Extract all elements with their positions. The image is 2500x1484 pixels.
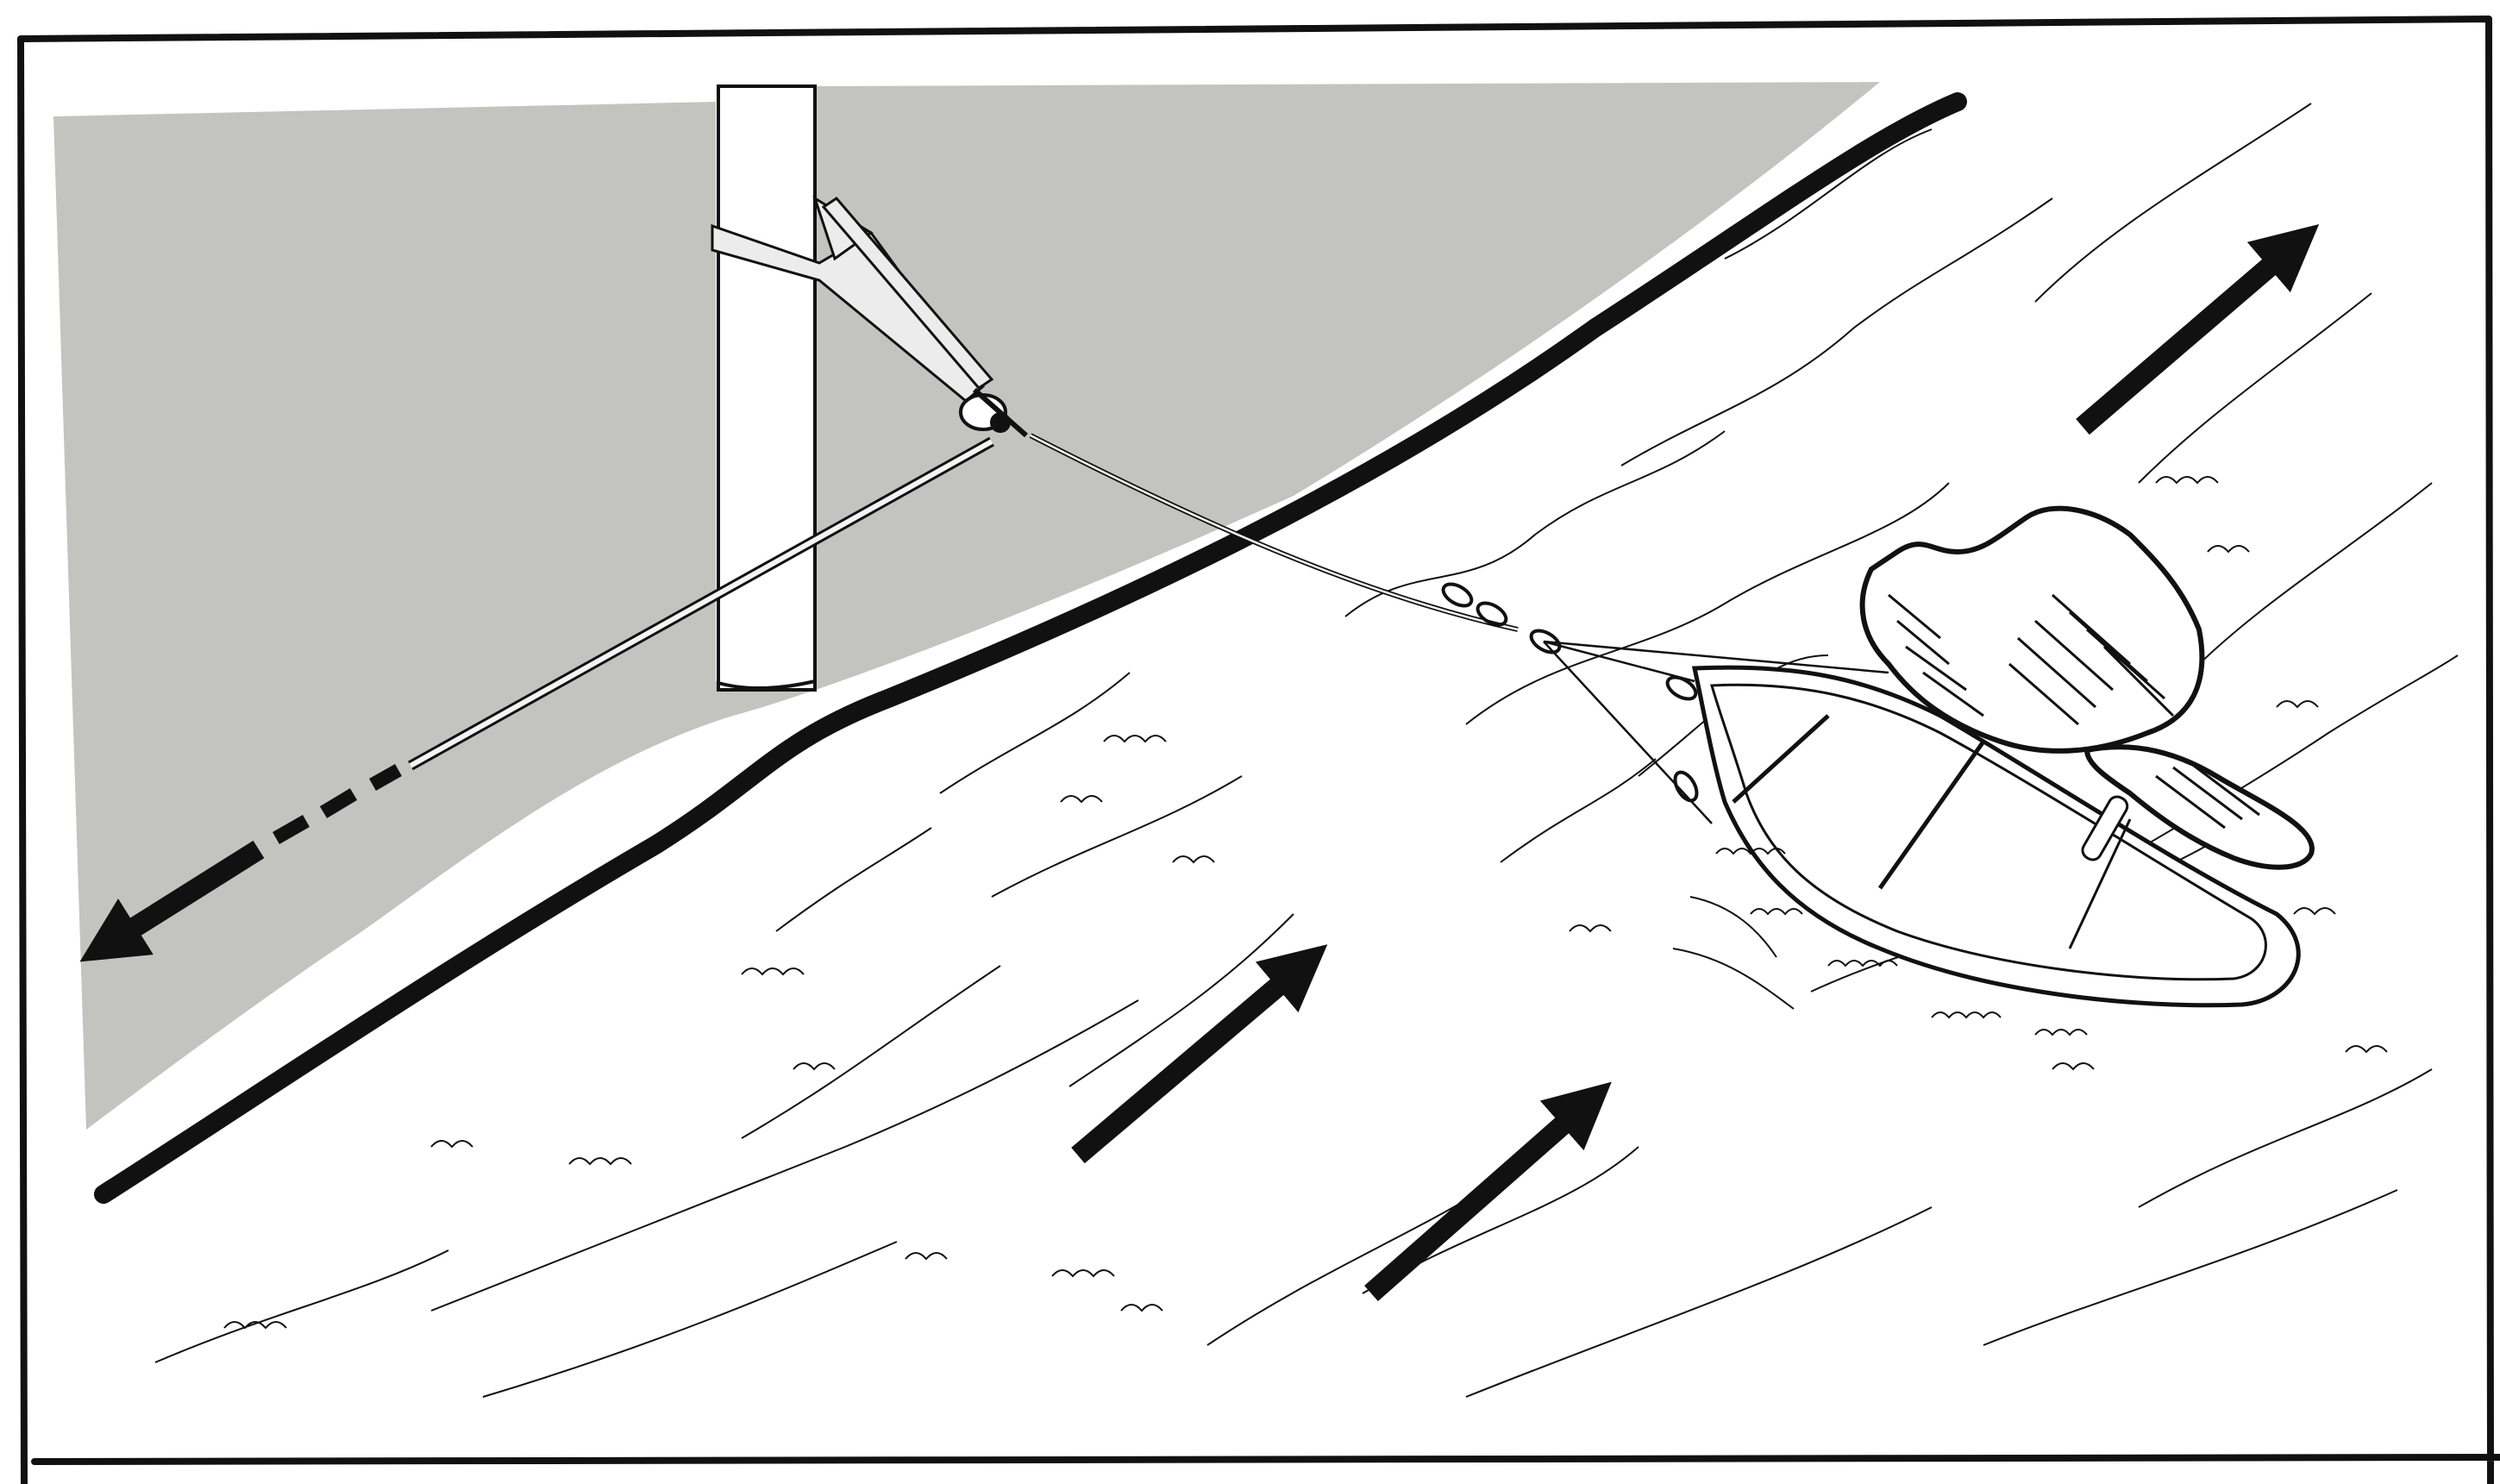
pulling-direction-arrow-icon [79,764,402,962]
water-ripples [223,476,2388,1330]
current-direction-arrow-icon [2076,224,2320,435]
sling-icon [711,195,994,403]
canoe-splash [1672,848,2088,1036]
riverbank [53,82,1880,1130]
current-direction-arrow-icon [1364,1081,1612,1302]
current-direction-arrow-icon [1071,944,1328,1164]
bridle-ropes [1543,640,1889,824]
tree-icon [717,85,817,692]
canoe-icon [1691,665,2301,1008]
carabiner-icon [1441,582,1699,803]
shoreline [94,92,1967,1204]
rock-hatching [1888,593,2260,830]
panel-border [17,16,2500,1484]
pulley-icon [959,387,1028,438]
